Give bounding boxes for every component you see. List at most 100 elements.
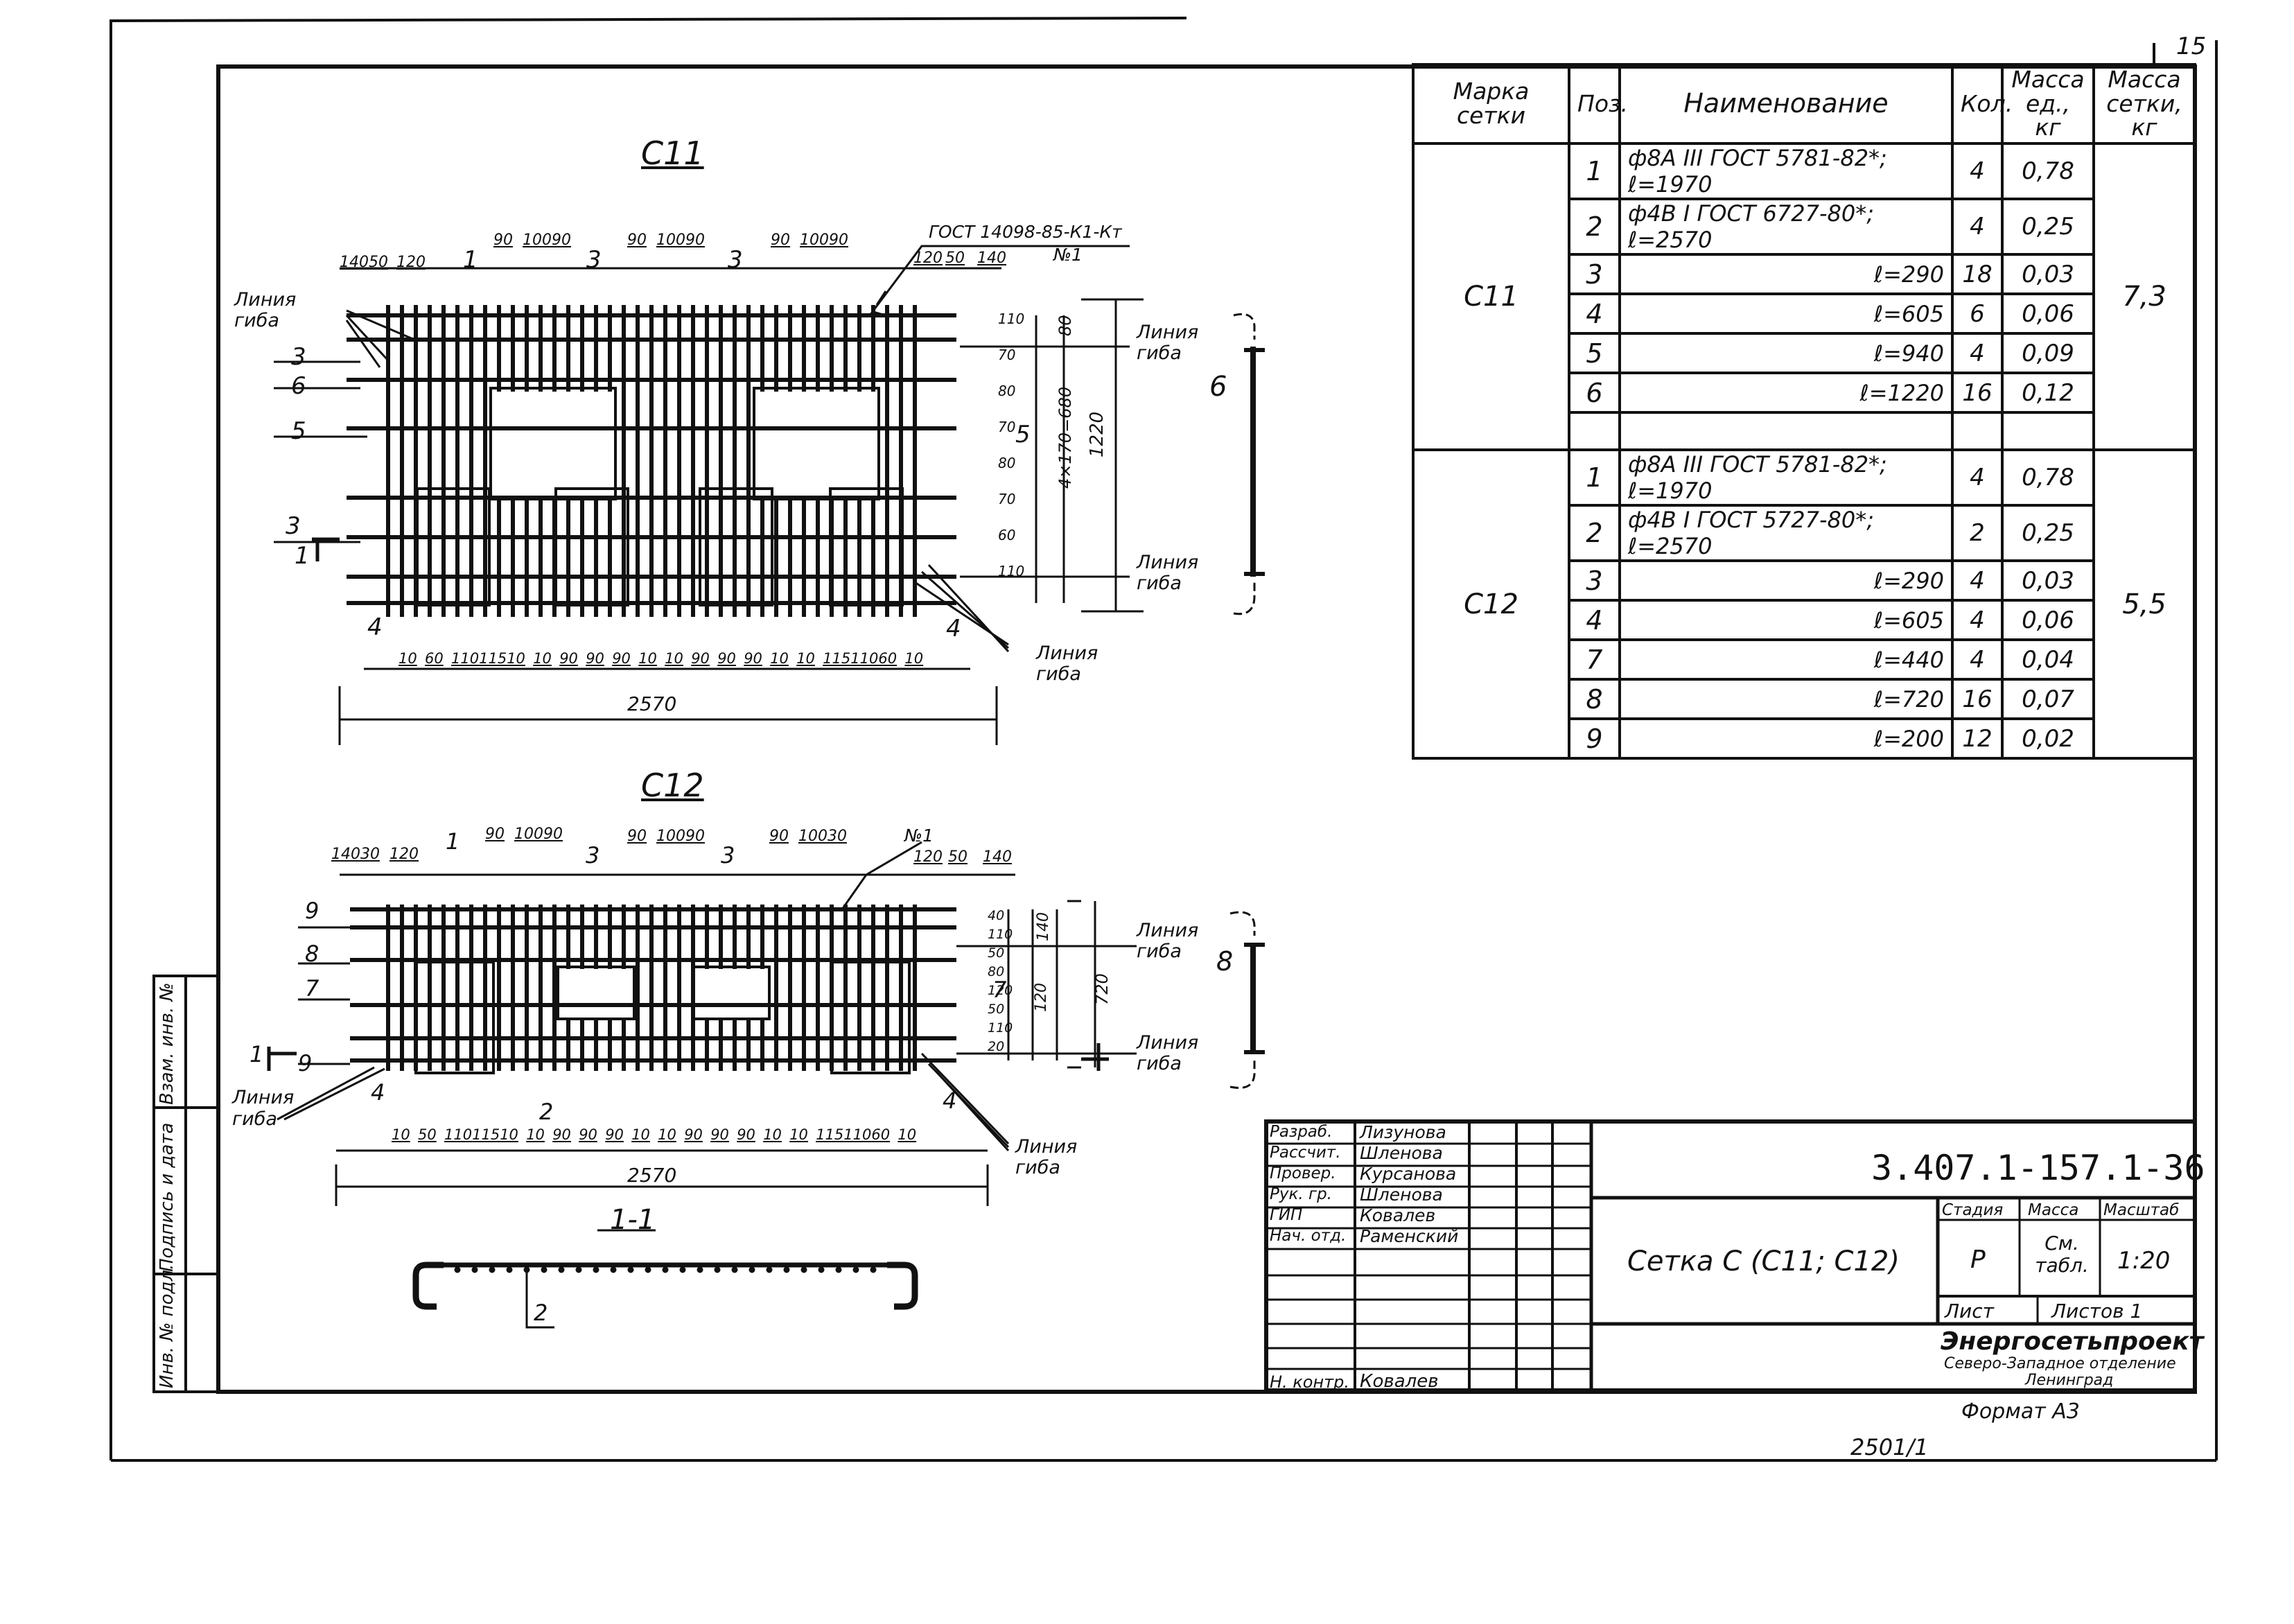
c11-pos-1: 1 <box>463 246 478 274</box>
section-dot <box>541 1266 548 1273</box>
title-role-1: Рассчит. <box>1270 1144 1341 1162</box>
c12-pos-9-bottom: 9 <box>298 1050 313 1076</box>
spec-qty-cell: 4 <box>1951 198 2004 256</box>
spec-name-cell: ф4В I ГОСТ 6727-80*; ℓ=2570 <box>1618 198 1954 256</box>
spec-qty-cell: 4 <box>1951 638 2004 681</box>
spec-name-cell: ℓ=440 <box>1618 638 1954 681</box>
c12-g3-dim-2: 30 <box>828 828 847 845</box>
spec-header-unit-mass: Масса ед., кг <box>2001 63 2095 145</box>
spec-mass-cell: 0,03 <box>2001 253 2095 295</box>
c11-bottom-dim-15: 10 <box>796 650 815 667</box>
spec-pos-cell: 2 <box>1568 504 1621 562</box>
c12-title: С12 <box>641 767 704 804</box>
spec-name-cell: ℓ=605 <box>1618 599 1954 641</box>
section-dot <box>783 1266 790 1273</box>
c12-pos-4-right: 4 <box>943 1088 957 1114</box>
spec-name-cell: ф8А III ГОСТ 5781-82*; ℓ=1970 <box>1618 142 1954 200</box>
c12-pos-1: 1 <box>446 828 460 855</box>
spec-header-name: Наименование <box>1618 63 1954 145</box>
c11-g3-dim-0: 90 <box>771 232 790 249</box>
section-title: 1-1 <box>610 1204 656 1236</box>
c12-g1-dim-2: 90 <box>543 826 563 843</box>
c12-top-right-dim-1: 50 <box>948 848 967 866</box>
c11-g1-dim-0: 90 <box>493 232 513 249</box>
c12-top-right-dim-2: 140 <box>983 848 1012 866</box>
spec-mass-cell: 0,07 <box>2001 678 2095 720</box>
c11-bottom-dim-7: 90 <box>586 650 604 667</box>
c11-bottom-dim-6: 90 <box>559 650 578 667</box>
spec-name-cell: ℓ=605 <box>1618 293 1954 335</box>
spec-mass-cell: 0,02 <box>2001 717 2095 760</box>
specification-table: Марка сетки Поз. Наименование Кол. Масса… <box>1412 63 2196 760</box>
c12-top-left-dim-0: 140 <box>331 846 360 863</box>
c12-pos-7-left: 7 <box>305 975 319 1002</box>
c11-bottom-dim-2: 110 <box>451 650 480 667</box>
c11-pos-5-left: 5 <box>291 417 306 445</box>
c11-pos-3b: 3 <box>728 246 743 274</box>
spec-qty-cell: 4 <box>1951 332 2004 374</box>
sheet-border <box>110 17 2218 1462</box>
spec-header-mark: Марка сетки <box>1412 63 1570 145</box>
section-wire-dots <box>454 1266 877 1273</box>
spec-name-cell: ℓ=290 <box>1618 253 1954 295</box>
section-dot <box>506 1266 513 1273</box>
spec-qty-cell: 16 <box>1951 372 2004 414</box>
org-dept: Северо-Западное отделение <box>1944 1355 2176 1372</box>
section-dot <box>471 1266 478 1273</box>
c11-bottom-dim-8: 90 <box>612 650 631 667</box>
c11-right-dim-5: 70 <box>998 491 1016 507</box>
section-dot <box>575 1266 582 1273</box>
c12-bottom-dim-4: 10 <box>500 1126 518 1143</box>
c12-g3-dim-0: 90 <box>769 828 789 845</box>
spec-qty-cell: 16 <box>1951 678 2004 720</box>
spec-qty-cell: 4 <box>1951 142 2004 200</box>
c11-top-right-dim-0: 120 <box>913 250 943 267</box>
org-name: Энергосетьпроект <box>1941 1327 2204 1356</box>
spec-qty-cell: 4 <box>1951 599 2004 641</box>
mass-label: Масса <box>2028 1201 2079 1219</box>
spec-header-mesh-mass: Масса сетки, кг <box>2092 63 2196 145</box>
c12-dim-720: 720 <box>1092 973 1112 1005</box>
c11-bottom-dim-1: 60 <box>425 650 444 667</box>
c12-pos-3b: 3 <box>721 842 735 868</box>
spec-header-qty: Кол. <box>1951 63 2013 145</box>
section-dot <box>489 1266 496 1273</box>
c11-right-dim-0: 110 <box>998 311 1025 327</box>
c12-bend-line-label-bottom: Линия гиба <box>1015 1136 1078 1178</box>
spec-pos-cell: 7 <box>1568 638 1621 681</box>
section-dot <box>697 1266 703 1273</box>
spec-pos-cell: 5 <box>1568 332 1621 374</box>
c12-right-dim-2: 50 <box>988 945 1005 961</box>
c12-bottom-dim-13: 90 <box>737 1126 755 1143</box>
c12-bottom-dim-10: 10 <box>658 1126 676 1143</box>
c11-bottom-dim-5: 10 <box>533 650 552 667</box>
c12-dim-120: 120 <box>1033 983 1050 1012</box>
section-dot <box>454 1266 461 1273</box>
spec-header-pos: Поз. <box>1568 63 1628 145</box>
c11-bottom-dim-11: 90 <box>691 650 710 667</box>
c12-g2-dim-2: 90 <box>685 828 705 845</box>
c11-top-left-dim-1: 50 <box>369 254 388 271</box>
c12-pos-8-left: 8 <box>305 941 319 967</box>
c11-bottom-dim-9: 10 <box>638 650 657 667</box>
c11-bottom-dim-13: 90 <box>744 650 762 667</box>
spec-pos-cell: 6 <box>1568 372 1621 414</box>
c11-top-right-dim-1: 50 <box>945 250 965 267</box>
c11-right-dim-1: 70 <box>998 347 1016 363</box>
section-dot <box>748 1266 755 1273</box>
c12-right-dim-6: 110 <box>988 1020 1013 1036</box>
c12-g1-dim-0: 90 <box>485 826 505 843</box>
c12-bottom-dim-11: 90 <box>684 1126 703 1143</box>
